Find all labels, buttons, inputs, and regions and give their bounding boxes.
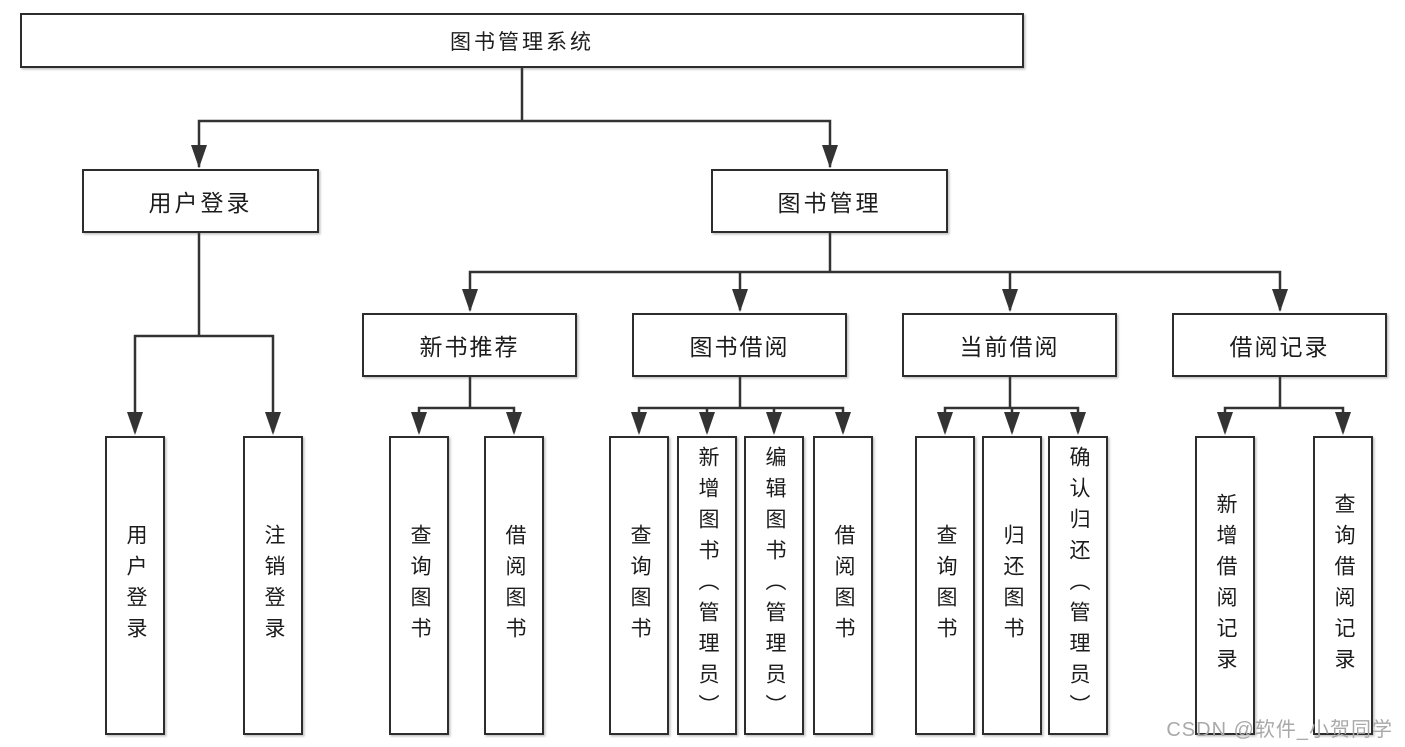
leaf-add-book-admin-label: 新增图书（管理员）	[696, 446, 719, 725]
arrow-down-icon	[1004, 412, 1020, 435]
node-root-label: 图书管理系统	[450, 30, 594, 54]
connector-new-books-to-leaves	[417, 375, 516, 433]
arrow-down-icon	[1070, 412, 1086, 435]
leaf-query-books-borrowing-label: 查询图书	[628, 523, 651, 648]
node-borrowing-records: 借阅记录	[1172, 313, 1387, 377]
leaf-query-borrow-record: 查询借阅记录	[1313, 436, 1373, 735]
arrow-down-icon	[822, 145, 838, 168]
leaf-borrow-books-borrowing-label: 借阅图书	[832, 523, 855, 648]
leaf-add-borrow-record: 新增借阅记录	[1195, 436, 1255, 735]
leaf-query-books-borrowing: 查询图书	[609, 436, 669, 735]
leaf-edit-book-admin: 编辑图书（管理员）	[744, 436, 804, 735]
arrow-down-icon	[699, 412, 715, 435]
arrow-down-icon	[265, 412, 281, 435]
leaf-query-books-recommend: 查询图书	[389, 436, 449, 735]
leaf-user-login: 用户登录	[105, 436, 165, 735]
node-user-login-label: 用户登录	[148, 190, 253, 216]
node-borrowing-records-label: 借阅记录	[1229, 334, 1330, 360]
node-book-management: 图书管理	[711, 169, 948, 233]
arrow-down-icon	[1002, 289, 1018, 312]
node-new-book-recommend: 新书推荐	[362, 313, 577, 377]
leaf-borrow-books-recommend: 借阅图书	[484, 436, 544, 735]
arrow-down-icon	[937, 412, 953, 435]
arrowheads	[127, 145, 1351, 435]
leaf-add-borrow-record-label: 新增借阅记录	[1214, 492, 1237, 679]
leaf-query-books-recommend-label: 查询图书	[408, 523, 431, 648]
csdn-watermark: CSDN @软件_小贺同学	[1166, 719, 1393, 741]
connector-records-to-leaves	[1223, 375, 1345, 433]
arrow-down-icon	[462, 289, 478, 312]
arrow-down-icon	[506, 412, 522, 435]
node-current-borrowing-label: 当前借阅	[959, 334, 1060, 360]
arrow-down-icon	[191, 145, 207, 168]
node-book-borrowing-label: 图书借阅	[689, 334, 790, 360]
node-root: 图书管理系统	[20, 13, 1024, 68]
node-book-management-label: 图书管理	[777, 190, 882, 216]
leaf-borrow-books-borrowing: 借阅图书	[813, 436, 873, 735]
leaf-confirm-return-admin-label: 确认归还（管理员）	[1067, 446, 1090, 725]
leaf-query-books-current-label: 查询图书	[934, 523, 957, 648]
leaf-add-book-admin: 新增图书（管理员）	[677, 436, 737, 735]
connector-book-borrow-to-leaves	[637, 375, 845, 433]
arrow-down-icon	[732, 289, 748, 312]
node-new-book-recommend-label: 新书推荐	[419, 334, 520, 360]
arrow-down-icon	[1272, 289, 1288, 312]
arrow-down-icon	[835, 412, 851, 435]
leaf-query-borrow-record-label: 查询借阅记录	[1332, 492, 1355, 679]
leaf-borrow-books-recommend-label: 借阅图书	[503, 523, 526, 648]
node-current-borrowing: 当前借阅	[902, 313, 1117, 377]
leaf-query-books-current: 查询图书	[915, 436, 975, 735]
arrow-down-icon	[411, 412, 427, 435]
arrow-down-icon	[127, 412, 143, 435]
arrow-down-icon	[766, 412, 782, 435]
leaf-confirm-return-admin: 确认归还（管理员）	[1048, 436, 1108, 735]
connector-root-to-level2	[197, 66, 832, 168]
leaf-logout-label: 注销登录	[262, 523, 285, 648]
leaf-logout: 注销登录	[243, 436, 303, 735]
leaf-return-books: 归还图书	[982, 436, 1042, 735]
arrow-down-icon	[1217, 412, 1233, 435]
leaf-user-login-label: 用户登录	[124, 523, 147, 648]
connector-book-mgmt-to-level3	[468, 231, 1282, 311]
arrow-down-icon	[631, 412, 647, 435]
node-user-login: 用户登录	[82, 169, 319, 233]
arrow-down-icon	[1335, 412, 1351, 435]
leaf-edit-book-admin-label: 编辑图书（管理员）	[763, 446, 786, 725]
node-book-borrowing: 图书借阅	[632, 313, 847, 377]
connector-user-login-to-leaves	[133, 231, 275, 433]
leaf-return-books-label: 归还图书	[1001, 523, 1024, 648]
